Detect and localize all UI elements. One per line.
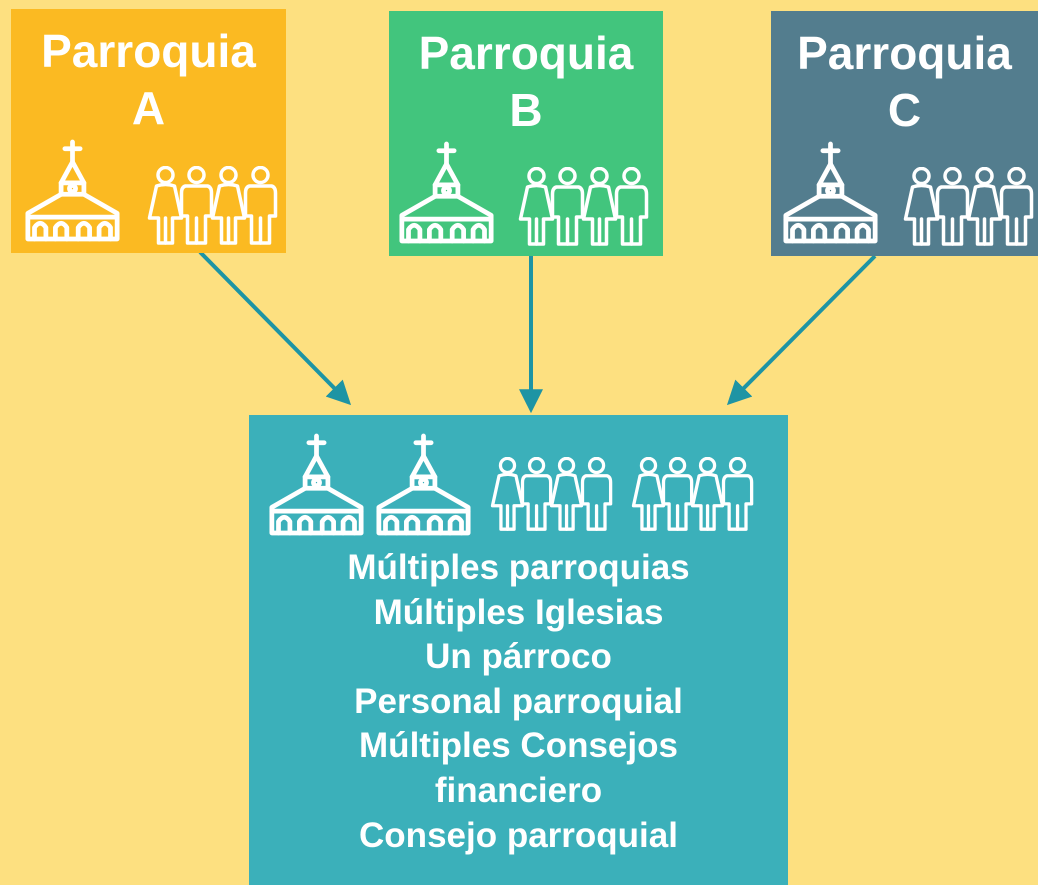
people-group-icon (489, 457, 616, 532)
church-icon (269, 433, 364, 536)
church-icon (399, 141, 494, 244)
parish-c-title-line2: C (887, 84, 922, 136)
parish-c-box: Parroquia C (771, 11, 1038, 256)
people-group-icon (901, 167, 1038, 247)
parish-a-title: Parroquia A (11, 23, 286, 137)
people-group-icon (630, 457, 757, 532)
merged-parishes-box (249, 415, 788, 885)
parish-b-title-line2: B (509, 84, 543, 136)
parish-a-title-line1: Parroquia (41, 25, 256, 77)
merged-line-parish-council: Consejo parroquial (359, 815, 678, 855)
arrow-c-to-merged (726, 254, 877, 406)
parish-a-title-line2: A (131, 82, 166, 134)
parish-b-title: Parroquia B (389, 25, 663, 139)
merged-line-multiple-parishes: Múltiples parroquias (347, 548, 690, 587)
people-group-icon (145, 166, 282, 246)
parish-b-box: Parroquia B (389, 11, 663, 256)
merged-description: Múltiples parroquias Múltiples Iglesias … (249, 546, 788, 858)
people-group-icon (516, 167, 653, 247)
merged-line-parish-staff: Personal parroquial (354, 681, 683, 721)
church-icon (376, 433, 471, 536)
parish-c-title: Parroquia C (771, 25, 1038, 139)
parish-c-title-line1: Parroquia (797, 27, 1012, 79)
church-icon (783, 141, 878, 244)
merged-line-multiple-councils: Múltiples Consejos (359, 726, 678, 766)
merged-line-one-pastor: Un párroco (425, 637, 612, 677)
parish-b-title-line1: Parroquia (418, 27, 634, 79)
church-icon (25, 139, 120, 242)
merged-line-financial: financiero (434, 770, 603, 810)
parish-a-box: Parroquia A (11, 9, 286, 253)
arrow-a-to-merged (198, 250, 352, 406)
merged-line-multiple-churches: Múltiples Iglesias (373, 592, 664, 632)
